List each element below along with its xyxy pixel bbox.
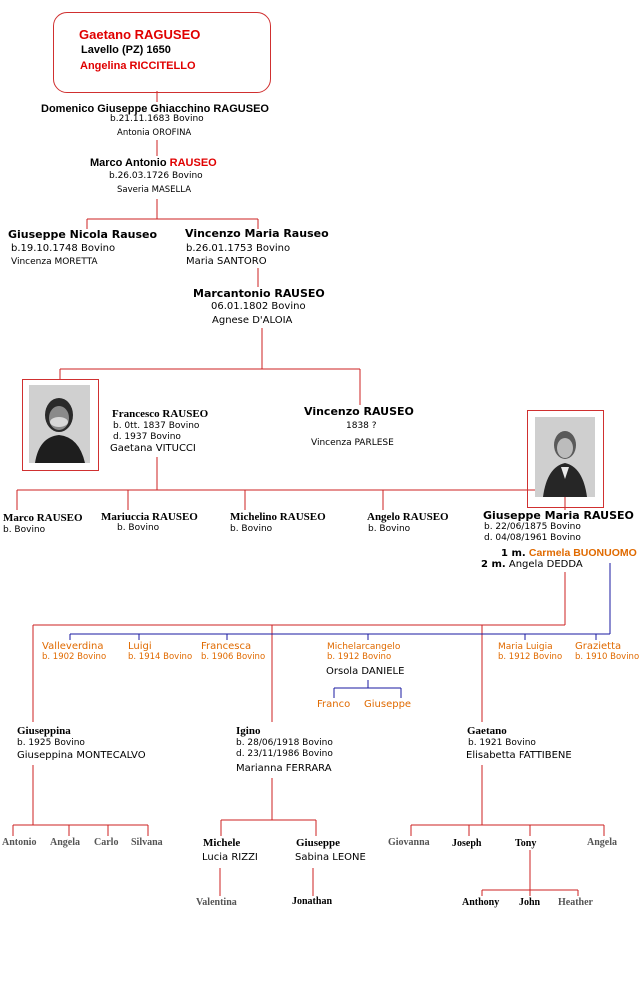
gen2-name: Domenico Giuseppe Ghiacchino RAGUSEO [41, 103, 269, 115]
gen8r-1-death: d. 23/11/1986 Bovino [236, 749, 333, 759]
gen8b-3-spouse: Orsola DANIELE [326, 666, 405, 677]
gen4-1-name: Vincenzo Maria Rauseo [185, 227, 329, 240]
giuseppe-child: Jonathan [292, 896, 333, 907]
gen3-spouse: Saveria MASELLA [117, 185, 192, 195]
gen7-2-name: Michelino RAUSEO [230, 511, 326, 523]
gen6-0-name: Francesco RAUSEO [112, 408, 209, 420]
michel-child-0: Franco [317, 699, 351, 710]
gen8b-3-name: Michelarcangelo [327, 642, 401, 652]
gen3-name: Marco Antonio RAUSEO [90, 157, 217, 170]
gm-marriage-2: 2 m. Angela DEDDA [481, 559, 583, 571]
gen4-1-spouse: Maria SANTORO [186, 256, 267, 267]
gen8b-0-name: Valleverdina [42, 641, 104, 652]
gm-death: d. 04/08/1961 Bovino [484, 533, 581, 543]
gen3-last-name: RAUSEO [169, 157, 217, 169]
root-first-name: Gaetano [79, 27, 132, 42]
gen8b-0-birth: b. 1902 Bovino [42, 652, 107, 662]
gen8b-1-name: Luigi [128, 641, 152, 652]
michele-child: Valentina [196, 897, 237, 908]
gen6-1-name: Vincenzo RAUSEO [304, 405, 414, 418]
gen2-birth: b.21.11.1683 Bovino [110, 114, 204, 124]
gen8r-1-birth: b. 28/06/1918 Bovino [236, 738, 333, 748]
root-place: Lavello (PZ) 1650 [81, 44, 171, 56]
igino-child-1-name: Giuseppe [296, 837, 341, 849]
gen7-0-name: Marco RAUSEO [3, 512, 83, 524]
gaetano-child-1: Joseph [452, 838, 482, 849]
gen8r-2-spouse: Elisabetta FATTIBENE [466, 750, 572, 761]
tony-child-0: Anthony [462, 897, 500, 908]
francesco-portrait-photo [29, 385, 90, 463]
gen7-1-name: Mariuccia RAUSEO [101, 511, 198, 523]
gen5-birth: 06.01.1802 Bovino [211, 301, 306, 312]
tony-child-2: Heather [558, 897, 593, 908]
gen8b-5-name: Grazietta [575, 641, 622, 652]
igino-child-1-spouse: Sabina LEONE [295, 852, 366, 863]
gen4-0-name: Giuseppe Nicola Rauseo [8, 228, 158, 241]
gen2-spouse: Antonia OROFINA [117, 128, 192, 138]
gm-m1-spouse: Carmela BUONUOMO [528, 547, 637, 559]
gen8b-3-birth: b. 1912 Bovino [327, 652, 392, 662]
gen6-1-birth: 1838 ? [346, 421, 377, 431]
gen8b-4-birth: b. 1912 Bovino [498, 652, 563, 662]
gen7-3-name: Angelo RAUSEO [367, 511, 449, 523]
gen8r-0-name: Giuseppina [17, 725, 71, 737]
gaetano-child-3: Angela [587, 837, 617, 848]
gen3-first-name: Marco Antonio [90, 157, 167, 169]
gen4-1-birth: b.26.01.1753 Bovino [186, 243, 291, 254]
francesco-photo-frame [22, 379, 99, 471]
giuseppina-child-0: Antonio [2, 837, 37, 848]
root-spouse-last: RICCITELLO [129, 60, 196, 72]
giuseppina-child-3: Silvana [131, 837, 163, 848]
gm-name: Giuseppe Maria RAUSEO [483, 509, 634, 522]
gen8r-1-spouse: Marianna FERRARA [236, 763, 332, 774]
gen7-0-birth: b. Bovino [3, 525, 46, 535]
gm-m2-spouse: Angela DEDDA [508, 559, 583, 570]
tony-child-1: John [519, 897, 541, 908]
gen8r-1-name: Igino [236, 725, 261, 737]
gen7-2-birth: b. Bovino [230, 524, 273, 534]
root-name: Gaetano RAGUSEO [79, 27, 201, 43]
igino-child-0-name: Michele [203, 837, 241, 849]
gen8b-5-birth: b. 1910 Bovino [575, 652, 639, 662]
gen5-spouse: Agnese D'ALOIA [212, 315, 293, 326]
michel-child-1: Giuseppe [364, 699, 412, 710]
gm-m1-label: 1 m. [501, 548, 526, 559]
root-spouse-first: Angelina [80, 60, 127, 72]
gen8r-0-spouse: Giuseppina MONTECALVO [17, 750, 146, 761]
gen8b-1-birth: b. 1914 Bovino [128, 652, 193, 662]
gen6-1-spouse: Vincenza PARLESE [311, 438, 394, 448]
giuseppe-maria-portrait-photo [535, 417, 595, 497]
igino-child-0-spouse: Lucia RIZZI [202, 852, 258, 863]
gen5-name: Marcantonio RAUSEO [193, 287, 325, 300]
gm-marriage-1: 1 m. Carmela BUONUOMO [501, 547, 637, 560]
gen7-3-birth: b. Bovino [368, 524, 411, 534]
root-last-name: RAGUSEO [134, 27, 201, 42]
giuseppina-child-1: Angela [50, 837, 80, 848]
gaetano-child-2: Tony [515, 838, 537, 849]
gen8r-2-name: Gaetano [467, 725, 507, 737]
gen8b-2-name: Francesca [201, 641, 252, 652]
gen8b-4-name: Maria Luigia [498, 642, 553, 652]
gen6-0-birth: b. 0tt. 1837 Bovino [113, 421, 200, 431]
gen6-0-death: d. 1937 Bovino [113, 432, 181, 442]
gen4-0-birth: b.19.10.1748 Bovino [11, 243, 116, 254]
gen7-1-birth: b. Bovino [117, 523, 160, 533]
gm-m2-label: 2 m. [481, 559, 506, 570]
giuseppina-child-2: Carlo [94, 837, 119, 848]
gaetano-child-0: Giovanna [388, 837, 430, 848]
gen8r-0-birth: b. 1925 Bovino [17, 738, 85, 748]
root-ancestor-box [53, 12, 271, 93]
gen3-birth: b.26.03.1726 Bovino [109, 171, 203, 181]
gm-birth: b. 22/06/1875 Bovino [484, 522, 581, 532]
root-spouse: Angelina RICCITELLO [80, 60, 196, 73]
gen8b-2-birth: b. 1906 Bovino [201, 652, 266, 662]
gen8r-2-birth: b. 1921 Bovino [468, 738, 536, 748]
giuseppe-maria-photo-frame [527, 410, 604, 508]
gen6-0-spouse: Gaetana VITUCCI [110, 443, 196, 454]
gen4-0-spouse: Vincenza MORETTA [11, 257, 98, 267]
